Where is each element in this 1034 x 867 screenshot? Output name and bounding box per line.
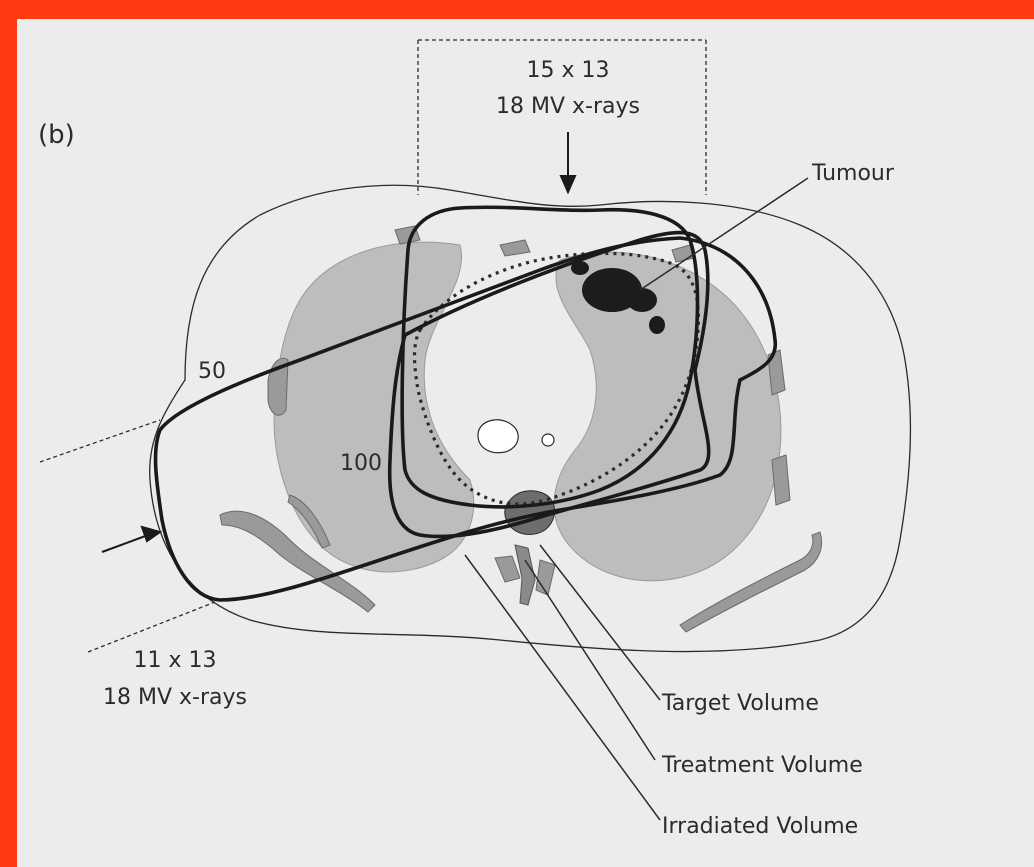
- rib-top-center: [500, 240, 530, 256]
- vessel-circle: [542, 434, 554, 446]
- left-beam-upper-edge: [40, 420, 160, 462]
- left-beam-arrow-head: [142, 527, 160, 541]
- top-beam-arrow-head: [561, 176, 575, 192]
- treatment-volume-leader: [525, 560, 655, 760]
- tumour-label: Tumour: [811, 161, 895, 186]
- panel-label: (b): [38, 120, 75, 150]
- left-beam-energy: 18 MV x-rays: [103, 685, 247, 710]
- right-lung: [274, 242, 474, 572]
- heart-outline: [478, 420, 518, 453]
- treatment-volume-label: Treatment Volume: [661, 753, 863, 778]
- tumour-blob-2: [627, 288, 657, 312]
- left-beam-arrow-shaft: [102, 535, 148, 552]
- rib-far-right: [772, 455, 790, 505]
- isodose-50-label: 50: [198, 359, 226, 384]
- top-beam-size: 15 x 13: [527, 58, 610, 83]
- left-beam-lower-edge: [88, 602, 215, 652]
- rib-bottom-center: [495, 556, 520, 582]
- irradiated-volume-leader: [465, 555, 660, 820]
- tumour-blob-3: [649, 316, 665, 334]
- top-beam-energy: 18 MV x-rays: [496, 94, 640, 119]
- rib-bottom-center-2: [536, 560, 555, 595]
- target-volume-label: Target Volume: [661, 691, 819, 716]
- isodose-100-label: 100: [340, 451, 382, 476]
- irradiated-volume-label: Irradiated Volume: [662, 814, 858, 839]
- left-beam-size: 11 x 13: [134, 648, 217, 673]
